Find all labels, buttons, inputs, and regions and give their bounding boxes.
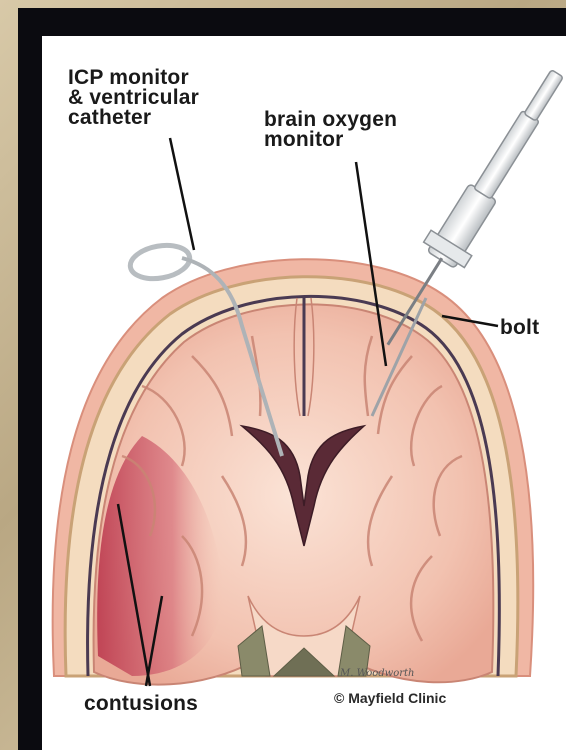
icp-coil [128, 241, 193, 283]
label-brain-oxygen-monitor: brain oxygen monitor [264, 110, 397, 150]
label-contusions: contusions [84, 694, 198, 714]
label-bolt: bolt [500, 318, 539, 338]
credit-mayfield-clinic: © Mayfield Clinic [334, 690, 446, 706]
artist-signature: M. Woodworth [340, 668, 414, 679]
illustration-panel: ICP monitor & ventricular catheter brain… [42, 36, 566, 750]
label-icp-monitor: ICP monitor & ventricular catheter [68, 68, 199, 128]
